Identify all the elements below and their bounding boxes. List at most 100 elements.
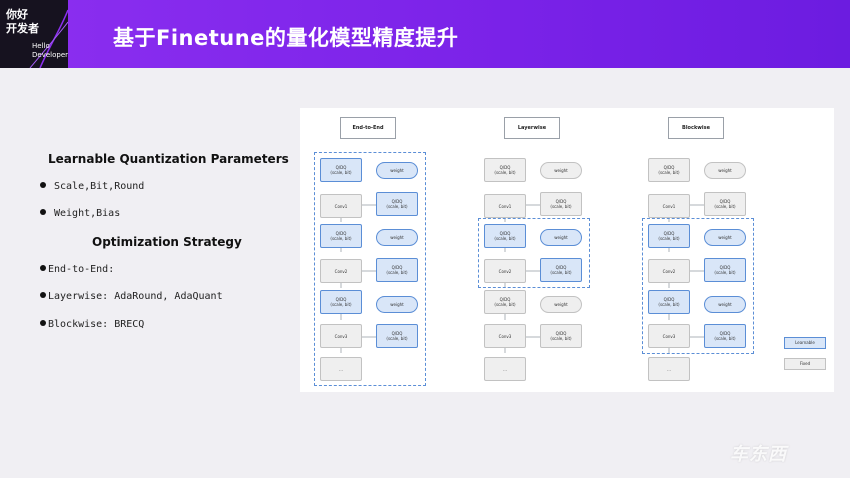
heading-learnable-params: Learnable Quantization Parameters <box>48 152 289 166</box>
logo-swirl-icon <box>29 9 68 68</box>
qdq-sub: (scale, bit) <box>386 204 408 209</box>
qdq-weight-3: Q/DQ(scale, bit) <box>376 324 418 348</box>
bullet-blockwise: Blockwise: BRECQ <box>40 319 144 330</box>
bullet-end-to-end: End-to-End: <box>40 264 114 275</box>
qdq-label: Q/DQ <box>335 297 347 302</box>
qdq-activation-3: Q/DQ(scale, bit) <box>648 290 690 314</box>
conv1: Conv1 <box>648 194 690 218</box>
column-title-end-to-end: End-to-End <box>340 117 396 139</box>
qdq-weight-2: Q/DQ(scale, bit) <box>540 258 582 282</box>
qdq-weight-1: Q/DQ(scale, bit) <box>540 192 582 216</box>
legend-learnable: Learnable <box>784 337 826 349</box>
logo-text-developer-cn: 开发者 <box>6 22 39 35</box>
qdq-label: Q/DQ <box>663 297 675 302</box>
bullet-dot-icon <box>40 292 46 298</box>
qdq-activation-2: Q/DQ(scale, bit) <box>484 224 526 248</box>
bullet-text: Scale,Bit,Round <box>54 181 145 192</box>
qdq-label: Q/DQ <box>555 199 567 204</box>
conv1: Conv1 <box>484 194 526 218</box>
qdq-sub: (scale, bit) <box>550 270 572 275</box>
weight-3: weight <box>540 296 582 313</box>
bullet-text: End-to-End: <box>48 264 115 275</box>
qdq-sub: (scale, bit) <box>494 302 516 307</box>
bullet-dot-icon <box>40 265 46 271</box>
qdq-label: Q/DQ <box>719 199 731 204</box>
conv3: Conv3 <box>648 324 690 348</box>
weight-2: weight <box>540 229 582 246</box>
qdq-sub: (scale, bit) <box>330 236 352 241</box>
qdq-sub: (scale, bit) <box>550 336 572 341</box>
conv3: Conv3 <box>484 324 526 348</box>
qdq-weight-3: Q/DQ(scale, bit) <box>704 324 746 348</box>
bullet-scale-bit-round: Scale,Bit,Round <box>40 181 144 192</box>
diagram-arrows <box>340 194 704 353</box>
qdq-label: Q/DQ <box>335 231 347 236</box>
qdq-sub: (scale, bit) <box>330 170 352 175</box>
qdq-sub: (scale, bit) <box>658 236 680 241</box>
heading-optimization-strategy: Optimization Strategy <box>92 235 242 249</box>
qdq-weight-3: Q/DQ(scale, bit) <box>540 324 582 348</box>
conv1: Conv1 <box>320 194 362 218</box>
logo-text-hello-cn: 你好 <box>6 8 28 21</box>
qdq-label: Q/DQ <box>335 165 347 170</box>
qdq-label: Q/DQ <box>555 265 567 270</box>
qdq-activation-1: Q/DQ(scale, bit) <box>648 158 690 182</box>
end-to-end-group-outline <box>314 152 426 386</box>
qdq-activation-1: Q/DQ(scale, bit) <box>484 158 526 182</box>
bullet-text: Layerwise: AdaRound, AdaQuant <box>48 291 223 302</box>
qdq-sub: (scale, bit) <box>658 170 680 175</box>
logo-text-developer: Developer <box>32 51 68 59</box>
header-bar: 你好 开发者 Hello Developer 基于Finetune的量化模型精度… <box>0 0 850 68</box>
weight-3: weight <box>704 296 746 313</box>
bullet-text: Blockwise: BRECQ <box>48 319 145 330</box>
qdq-sub: (scale, bit) <box>714 270 736 275</box>
ellipsis-block: ... <box>320 357 362 381</box>
qdq-label: Q/DQ <box>391 265 403 270</box>
qdq-sub: (scale, bit) <box>386 336 408 341</box>
watermark-logo: 车东西 <box>730 444 787 465</box>
qdq-label: Q/DQ <box>555 331 567 336</box>
qdq-activation-2: Q/DQ(scale, bit) <box>648 224 690 248</box>
conv3: Conv3 <box>320 324 362 348</box>
qdq-weight-2: Q/DQ(scale, bit) <box>704 258 746 282</box>
weight-2: weight <box>704 229 746 246</box>
bullet-dot-icon <box>40 209 46 215</box>
qdq-label: Q/DQ <box>499 231 511 236</box>
qdq-sub: (scale, bit) <box>386 270 408 275</box>
weight-1: weight <box>704 162 746 179</box>
qdq-sub: (scale, bit) <box>714 204 736 209</box>
bullet-layerwise: Layerwise: AdaRound, AdaQuant <box>40 291 223 302</box>
weight-2: weight <box>376 229 418 246</box>
qdq-weight-1: Q/DQ(scale, bit) <box>704 192 746 216</box>
qdq-sub: (scale, bit) <box>330 302 352 307</box>
qdq-weight-1: Q/DQ(scale, bit) <box>376 192 418 216</box>
qdq-sub: (scale, bit) <box>494 236 516 241</box>
qdq-sub: (scale, bit) <box>550 204 572 209</box>
bullet-weight-bias: Weight,Bias <box>40 208 120 219</box>
bullet-dot-icon <box>40 182 46 188</box>
qdq-label: Q/DQ <box>719 265 731 270</box>
qdq-activation-3: Q/DQ(scale, bit) <box>320 290 362 314</box>
qdq-activation-2: Q/DQ(scale, bit) <box>320 224 362 248</box>
qdq-activation-3: Q/DQ(scale, bit) <box>484 290 526 314</box>
weight-1: weight <box>540 162 582 179</box>
slide-title: 基于Finetune的量化模型精度提升 <box>113 26 459 50</box>
qdq-label: Q/DQ <box>719 331 731 336</box>
ellipsis-block: ... <box>484 357 526 381</box>
qdq-label: Q/DQ <box>663 231 675 236</box>
blockwise-group-outline <box>642 218 754 354</box>
ellipsis-block: ... <box>648 357 690 381</box>
qdq-activation-1: Q/DQ(scale, bit) <box>320 158 362 182</box>
weight-1: weight <box>376 162 418 179</box>
conv2: Conv2 <box>648 259 690 283</box>
hello-developer-logo: 你好 开发者 Hello Developer <box>0 0 68 68</box>
qdq-weight-2: Q/DQ(scale, bit) <box>376 258 418 282</box>
layerwise-group-outline <box>478 218 590 288</box>
qdq-label: Q/DQ <box>391 199 403 204</box>
legend-fixed: Fixed <box>784 358 826 370</box>
conv2: Conv2 <box>484 259 526 283</box>
qdq-sub: (scale, bit) <box>658 302 680 307</box>
column-title-blockwise: Blockwise <box>668 117 724 139</box>
qdq-label: Q/DQ <box>391 331 403 336</box>
column-title-layerwise: Layerwise <box>504 117 560 139</box>
